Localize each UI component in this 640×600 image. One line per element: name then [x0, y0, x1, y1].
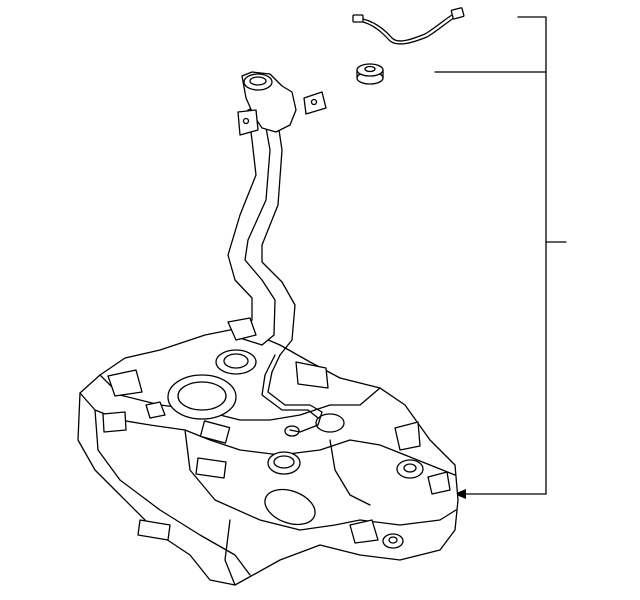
- arrowhead-icon: [454, 489, 466, 499]
- filler-pipe: [227, 71, 327, 433]
- fuel-tank: [77, 327, 459, 586]
- wiring-harness: [352, 7, 465, 45]
- callout-bracket: [434, 16, 567, 499]
- grommet: [356, 63, 384, 85]
